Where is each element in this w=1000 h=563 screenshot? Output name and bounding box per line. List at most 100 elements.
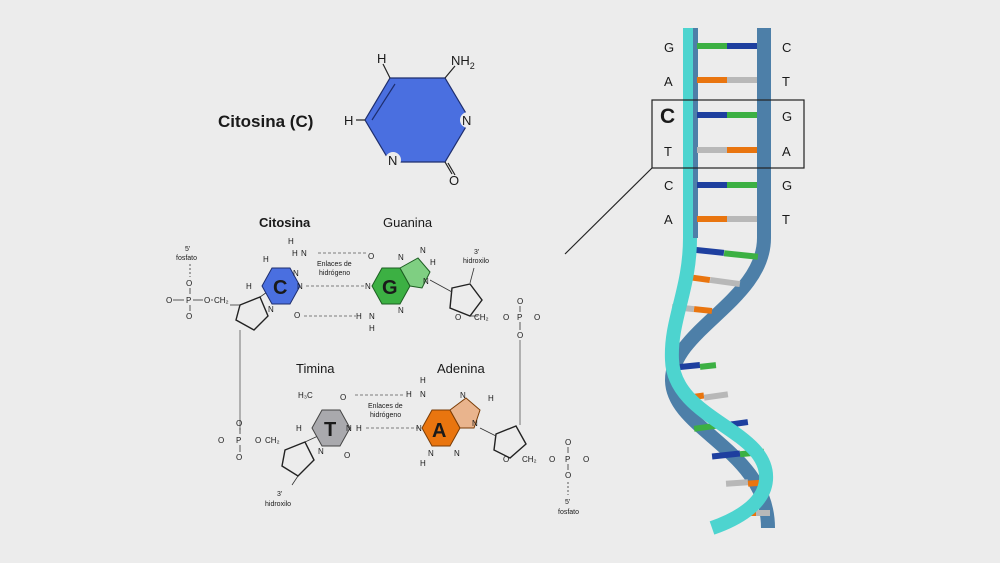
cytosine-letter: C (273, 277, 287, 299)
thymine-ring (311, 409, 351, 447)
guanine-small-ring (399, 257, 431, 289)
svg-text:fosfato: fosfato (176, 255, 197, 262)
helix-left-1: A (664, 74, 673, 89)
svg-text:O: O (294, 311, 300, 320)
svg-text:N: N (293, 269, 299, 278)
helix-right-2: G (782, 109, 792, 124)
atom-n-bottom: N (388, 153, 397, 168)
label-adenina: Adenina (437, 361, 485, 376)
svg-text:O: O (218, 436, 224, 445)
svg-text:O: O (517, 297, 523, 306)
svg-text:5': 5' (185, 246, 190, 253)
svg-text:O: O (455, 313, 461, 322)
svg-text:O: O (565, 438, 571, 447)
guanine-letter: G (382, 277, 398, 299)
svg-text:hidrógeno: hidrógeno (370, 412, 401, 419)
svg-text:5': 5' (565, 499, 570, 506)
atom-h-top: H (377, 51, 386, 66)
svg-text:N: N (423, 277, 429, 286)
svg-text:N: N (428, 449, 434, 458)
helix-right-1: T (782, 74, 790, 89)
svg-text:H: H (420, 459, 426, 468)
helix-right-4: G (782, 178, 792, 193)
helix-right-3: A (782, 144, 791, 159)
svg-text:Enlaces de: Enlaces de (368, 403, 403, 410)
dna-helix: G C A T C G T A C G A T (564, 28, 805, 535)
svg-text:O: O (534, 313, 540, 322)
svg-text:O: O (583, 455, 589, 464)
svg-text:CH₂: CH₂ (265, 436, 280, 445)
helix-left-4: C (664, 178, 673, 193)
svg-text:H: H (430, 258, 436, 267)
svg-text:H: H (406, 390, 412, 399)
svg-text:H: H (369, 324, 375, 333)
label-timina: Timina (296, 361, 335, 376)
svg-text:N: N (369, 312, 375, 321)
cytosine-small-ring (261, 267, 301, 305)
svg-text:O: O (255, 436, 261, 445)
helix-right-5: T (782, 212, 790, 227)
svg-text:P: P (186, 296, 191, 305)
svg-text:P: P (517, 313, 522, 322)
svg-text:CH₂: CH₂ (214, 296, 229, 305)
svg-text:H: H (488, 394, 494, 403)
svg-text:H: H (296, 424, 302, 433)
helix-left-3: T (664, 144, 672, 159)
helix-right-0: C (782, 40, 791, 55)
cg-base-pair: Citosina Guanina 5' fosfato O O P O O CH… (166, 215, 540, 430)
svg-text:O: O (503, 313, 509, 322)
svg-text:N: N (365, 282, 371, 291)
svg-text:O: O (549, 455, 555, 464)
svg-text:H: H (288, 237, 294, 246)
svg-text:3': 3' (277, 491, 282, 498)
svg-text:N: N (301, 249, 307, 258)
svg-text:fosfato: fosfato (558, 509, 579, 516)
svg-text:O: O (204, 296, 210, 305)
svg-text:O: O (517, 331, 523, 340)
svg-text:N: N (420, 246, 426, 255)
rung-3 (697, 147, 757, 153)
svg-text:hidroxilo: hidroxilo (265, 501, 291, 508)
helix-left-0: G (664, 40, 674, 55)
svg-text:P: P (565, 455, 570, 464)
atom-nh2: NH2 (451, 53, 475, 71)
thymine-letter: T (324, 419, 336, 441)
svg-text:hidrógeno: hidrógeno (319, 270, 350, 277)
svg-text:N: N (318, 447, 324, 456)
cytosine-title: Citosina (C) (218, 112, 313, 131)
svg-text:O: O (344, 451, 350, 460)
svg-text:N: N (420, 390, 426, 399)
svg-text:O: O (186, 312, 192, 321)
svg-text:CH₂: CH₂ (474, 313, 489, 322)
svg-text:N: N (454, 449, 460, 458)
svg-text:H: H (356, 312, 362, 321)
label-citosina: Citosina (259, 215, 311, 230)
rung-2 (697, 112, 757, 118)
atom-n-right: N (462, 113, 471, 128)
svg-text:N: N (346, 424, 352, 433)
ta-base-pair: Timina Adenina O O P O O CH₂ 3' hidroxil… (218, 361, 589, 516)
helix-left-2: C (660, 105, 675, 128)
svg-text:H: H (246, 282, 252, 291)
svg-text:H: H (263, 255, 269, 264)
svg-text:H: H (356, 424, 362, 433)
cytosine-ring (364, 77, 471, 163)
svg-text:O: O (503, 455, 509, 464)
svg-text:P: P (236, 436, 241, 445)
rung-4 (697, 182, 757, 188)
highlight-box (651, 99, 805, 169)
svg-text:N: N (268, 305, 274, 314)
svg-text:O: O (166, 296, 172, 305)
svg-text:N: N (398, 306, 404, 315)
svg-text:O: O (340, 393, 346, 402)
double-bond-line (371, 83, 396, 121)
atom-o: O (449, 173, 459, 188)
svg-text:H: H (420, 376, 426, 385)
svg-text:H: H (292, 249, 298, 258)
adenine-letter: A (432, 420, 446, 442)
svg-text:N: N (398, 253, 404, 262)
adenine-small-ring (449, 397, 481, 429)
svg-text:N: N (460, 391, 466, 400)
svg-text:H₃C: H₃C (298, 391, 313, 400)
